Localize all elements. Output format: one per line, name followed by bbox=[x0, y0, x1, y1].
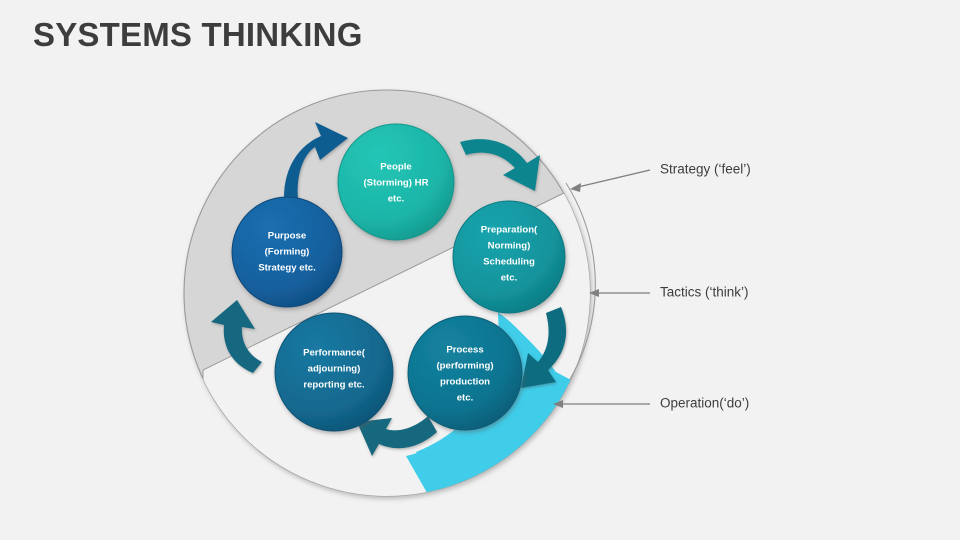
callout-operation-label: Operation(‘do’) bbox=[660, 396, 749, 411]
node-purpose-line-1: (Forming) bbox=[265, 247, 310, 258]
node-preparation[interactable]: Preparation( Norming) Scheduling etc. bbox=[452, 200, 566, 314]
arrow-purpose-to-people bbox=[284, 122, 348, 199]
node-purpose-line-0: Purpose bbox=[268, 231, 306, 242]
node-preparation-line-0: Preparation( bbox=[481, 225, 538, 236]
callout-operation: Operation(‘do’) bbox=[553, 396, 749, 411]
node-performance-line-1: adjourning) bbox=[308, 364, 361, 375]
callout-strategy-leader-line bbox=[577, 169, 651, 188]
page-title: SYSTEMS THINKING bbox=[33, 16, 363, 53]
node-preparation-line-3: etc. bbox=[501, 273, 518, 284]
node-preparation-line-2: Scheduling bbox=[483, 257, 535, 268]
callout-tactics-arrowhead bbox=[589, 289, 599, 297]
node-people-line-2: etc. bbox=[388, 194, 405, 205]
callouts-group: Strategy (‘feel’) Tactics (‘think’) Oper… bbox=[553, 162, 751, 411]
node-process-line-3: etc. bbox=[457, 393, 474, 404]
nodes-group: Purpose (Forming) Strategy etc. People (… bbox=[231, 123, 566, 432]
node-process[interactable]: Process (performing) production etc. bbox=[407, 315, 523, 431]
node-preparation-circle[interactable] bbox=[452, 200, 566, 314]
node-process-line-2: production bbox=[440, 377, 490, 388]
node-purpose[interactable]: Purpose (Forming) Strategy etc. bbox=[231, 196, 343, 308]
node-people-line-1: (Storming) HR bbox=[363, 178, 428, 189]
node-process-line-1: (performing) bbox=[436, 361, 493, 372]
node-process-line-0: Process bbox=[446, 345, 483, 356]
arrow-people-to-preparation bbox=[460, 139, 540, 191]
node-performance-circle[interactable] bbox=[274, 312, 394, 432]
node-people-circle[interactable] bbox=[337, 123, 455, 241]
arrows-group bbox=[211, 122, 567, 456]
node-people-line-0: People bbox=[380, 162, 411, 173]
node-purpose-circle[interactable] bbox=[231, 196, 343, 308]
callout-tactics: Tactics (‘think’) bbox=[589, 285, 749, 300]
arrow-process-to-performance bbox=[357, 416, 437, 456]
arrow-performance-to-purpose bbox=[211, 300, 262, 373]
node-people[interactable]: People (Storming) HR etc. bbox=[337, 123, 455, 241]
node-performance-line-0: Performance( bbox=[303, 348, 366, 359]
node-preparation-line-1: Norming) bbox=[488, 241, 531, 252]
callout-strategy-arrowhead bbox=[570, 183, 581, 192]
node-performance-line-2: reporting etc. bbox=[303, 380, 364, 391]
arrow-preparation-to-process bbox=[521, 307, 567, 388]
node-purpose-line-2: Strategy etc. bbox=[258, 263, 316, 274]
callout-strategy: Strategy (‘feel’) bbox=[570, 162, 751, 192]
callout-tactics-label: Tactics (‘think’) bbox=[660, 285, 749, 300]
callout-strategy-label: Strategy (‘feel’) bbox=[660, 162, 751, 177]
callout-operation-arrowhead bbox=[553, 400, 563, 408]
node-process-circle[interactable] bbox=[407, 315, 523, 431]
node-performance[interactable]: Performance( adjourning) reporting etc. bbox=[274, 312, 394, 432]
